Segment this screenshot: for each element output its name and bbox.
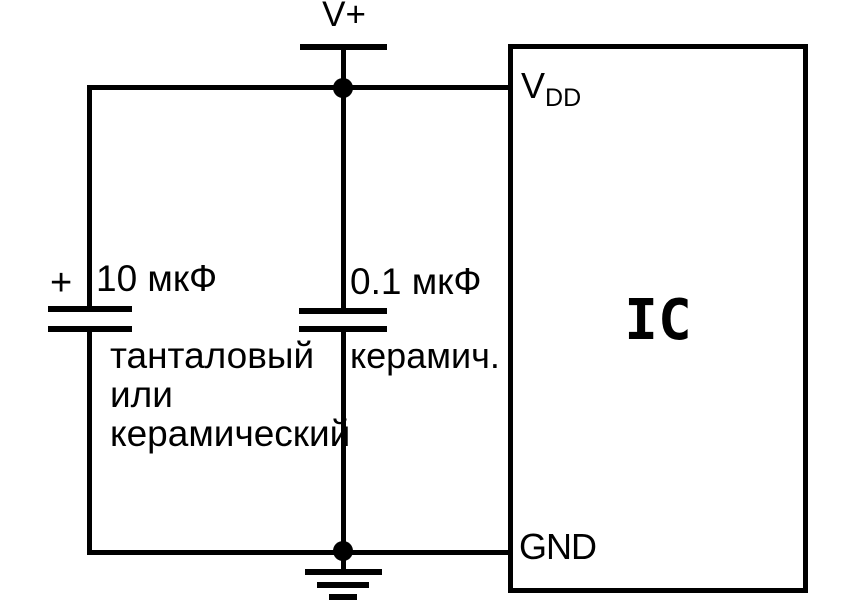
bypass-cap-type-note: керамич. bbox=[350, 335, 500, 376]
bulk-cap-type-note: танталовый или керамический bbox=[110, 336, 350, 453]
ic-label: IC bbox=[624, 288, 692, 353]
gnd-pin-label: GND bbox=[519, 526, 597, 567]
left-branch-upper-wire bbox=[87, 85, 92, 306]
vplus-label: V+ bbox=[322, 0, 366, 34]
left-branch-lower-wire bbox=[87, 332, 92, 555]
ground-stub-wire bbox=[341, 551, 346, 571]
ic-block-outline bbox=[508, 44, 808, 593]
ground-bar-3 bbox=[329, 594, 357, 600]
ground-bar-2 bbox=[317, 582, 369, 588]
vdd-pin-main: V bbox=[521, 65, 546, 106]
top-junction-dot bbox=[333, 78, 353, 98]
bulk-cap-note-line-2: или bbox=[110, 374, 173, 415]
bulk-cap-note-line-3: керамический bbox=[110, 413, 351, 454]
middle-branch-lower-wire bbox=[341, 332, 346, 555]
middle-branch-upper-wire bbox=[341, 85, 346, 308]
bypass-cap-bottom-plate bbox=[299, 326, 387, 332]
vplus-stub-wire bbox=[341, 46, 346, 88]
bulk-cap-top-plate bbox=[48, 306, 132, 312]
bulk-cap-note-line-1: танталовый bbox=[110, 335, 315, 376]
vdd-pin-label: VDD bbox=[521, 66, 581, 118]
bypass-cap-top-plate bbox=[299, 308, 387, 314]
bulk-cap-polarity-sign: + bbox=[50, 262, 73, 304]
bottom-rail-wire bbox=[87, 550, 508, 555]
ground-bar-1 bbox=[305, 569, 382, 575]
top-rail-wire bbox=[87, 85, 508, 90]
bulk-cap-bottom-plate bbox=[48, 326, 132, 332]
bypass-cap-value-label: 0.1 мкФ bbox=[350, 261, 482, 302]
vdd-pin-subscript: DD bbox=[545, 84, 582, 112]
bulk-cap-value-label: 10 мкФ bbox=[96, 258, 218, 299]
